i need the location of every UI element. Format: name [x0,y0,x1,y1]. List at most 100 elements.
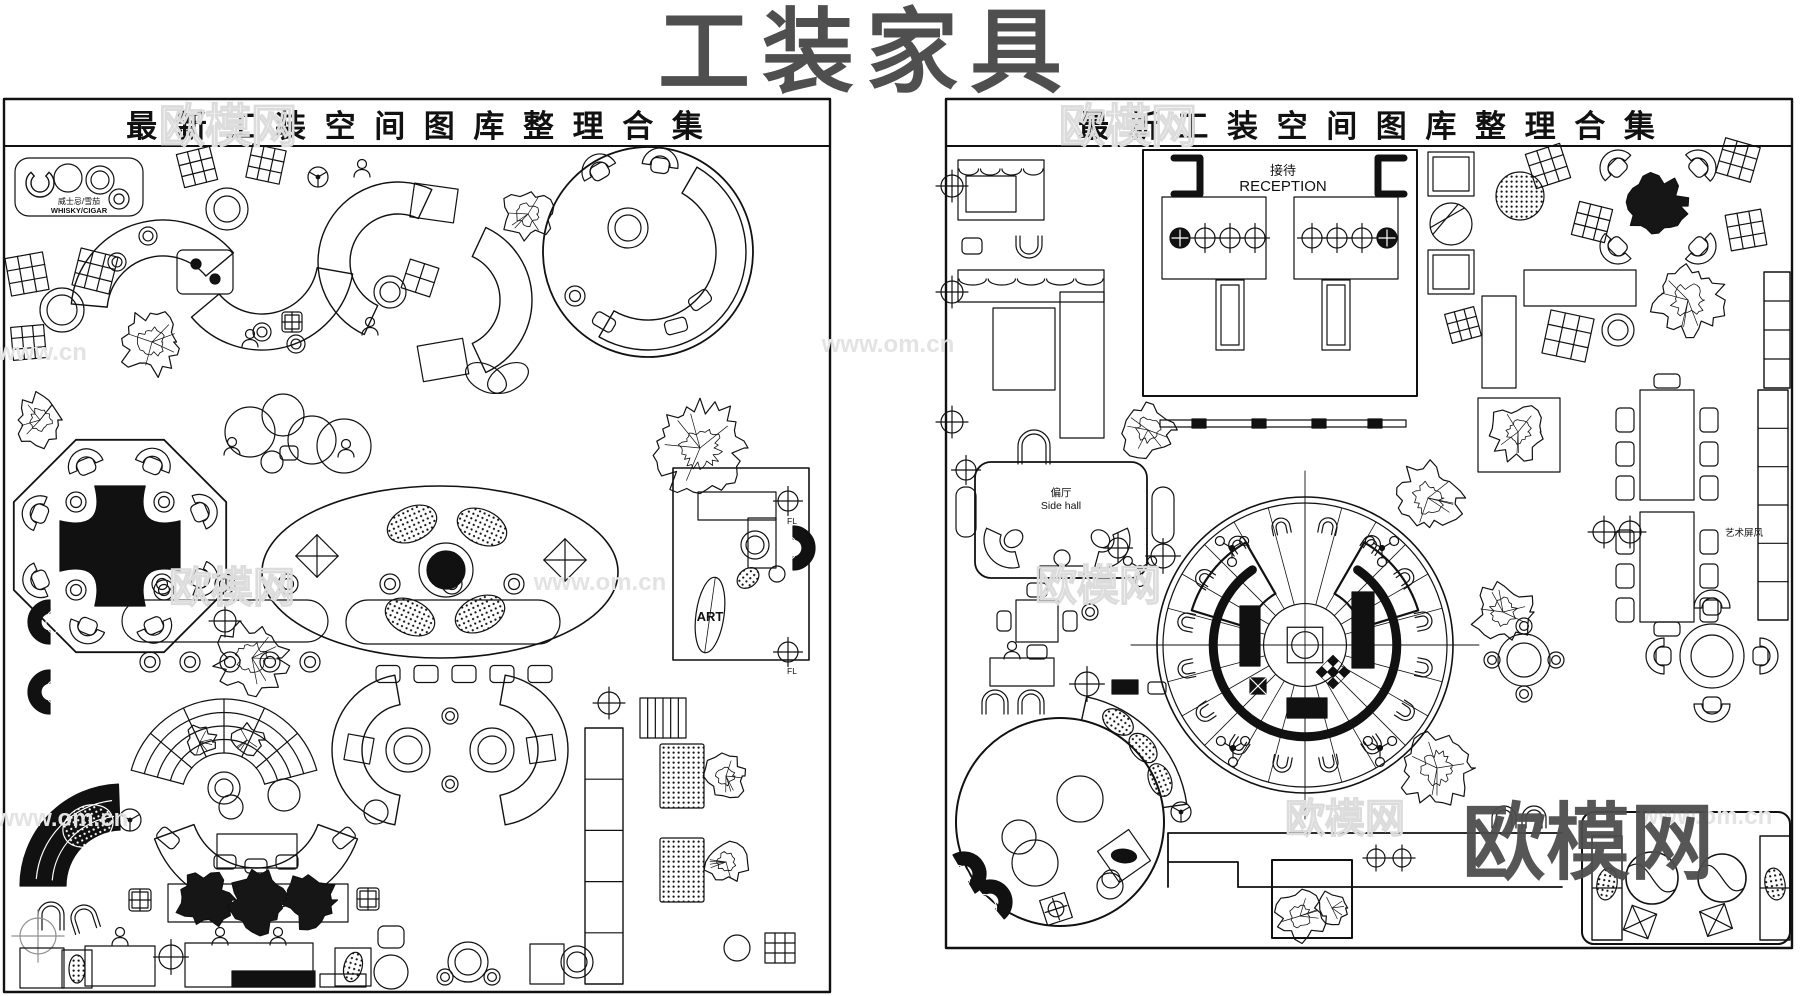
sym-cushion [1653,621,1681,637]
sym-chairrow [1615,407,1635,501]
sym-tree [1314,890,1349,926]
sym-rect [319,973,367,988]
sym-circle [218,794,244,820]
fl-label-2: FL [787,666,797,676]
sym-lattice [10,324,47,361]
sym-stool [1483,651,1501,669]
sym-ring [607,207,649,249]
round-lounge-2 [955,717,1165,927]
watermark: 欧模网 [159,100,297,152]
sym-arch [1521,805,1547,829]
sym-cabinet [1763,271,1791,389]
sym-rect [279,445,299,461]
sym-arch [70,904,101,935]
sym-armchair [641,147,679,175]
sym-targetrow [1169,222,1271,254]
sym-speckoval [386,504,438,544]
sym-fan [118,808,142,832]
sym-ring [39,287,85,333]
sym-stool [153,491,175,513]
whisky-label-en: WHISKY/CIGAR [51,206,108,215]
sym-ring [447,941,489,983]
sym-circle [768,565,786,583]
sym-chairrow [375,664,553,684]
sym-target [772,636,804,668]
display-cabinet [584,727,624,985]
sym-circle [1056,775,1104,823]
sym-rect [1286,697,1328,719]
sym-target [950,454,982,486]
sym-lattice [764,932,796,964]
sym-ring [740,530,770,560]
sym-ring [205,187,249,231]
sym-speckoval [1764,867,1786,901]
sym-rect [1059,291,1105,439]
sym-armchair [1599,149,1632,182]
sym-stoolrow [151,573,299,595]
sym-circle [267,778,301,812]
corner-bar [19,783,121,887]
sym-circle [209,273,221,285]
sym-cchair [27,599,61,645]
sym-speckcircle [1495,171,1545,221]
sym-target [935,169,969,203]
sym-lattice [1715,137,1761,183]
sym-person [337,438,355,458]
sym-molecule [1214,535,1250,568]
sidehall-label-zh: 偏厅 [1051,486,1072,499]
sym-cchair [952,851,987,894]
watermark: www.om.cn [533,569,666,596]
sym-bracket [1374,154,1408,198]
sym-armchair [1684,232,1717,265]
sym-rect [216,833,298,869]
sym-target [153,938,189,976]
sym-tree [230,722,266,757]
sym-lattice [71,247,119,295]
sym-stool [286,334,306,354]
sym-arch [981,689,1009,715]
sym-cabinet [1757,389,1789,621]
furniture-layer [2,97,1794,994]
sym-tree [1400,730,1476,806]
sym-target [208,604,242,638]
sym-person [211,926,229,946]
sym-speckoval [1102,708,1134,736]
sym-band [471,226,533,374]
sym-rect [19,947,65,989]
whisky-sign [14,157,144,217]
sym-rect [961,237,983,255]
meeting-table [1639,389,1695,501]
sym-stoolrow [379,573,525,595]
sym-target [1388,844,1416,872]
sym-tree [1488,405,1544,463]
sym-checker [1315,654,1351,690]
sym-person [269,926,287,946]
sym-rect [334,947,372,987]
sym-stool [441,707,459,725]
sym-rect [1147,681,1167,695]
sym-rect [1191,418,1207,429]
sym-rect [1367,418,1383,429]
sym-btree [280,874,339,931]
sym-rect [377,925,405,949]
sym-speckoval [736,567,760,589]
sym-xtable [1622,904,1658,940]
sym-armchair [581,153,617,182]
sym-armchair [1599,232,1632,265]
sym-target [592,686,626,720]
sym-rect [965,175,1017,213]
sym-rect [955,486,977,538]
sym-cushion [275,854,299,870]
sym-person [241,328,259,348]
sym-lattice [245,143,287,185]
sym-dblrect [1215,279,1245,351]
sym-tree [1274,888,1327,945]
sym-targetrow [1296,222,1398,254]
sym-person [1003,640,1021,660]
sym-cushion [1026,644,1048,660]
octagon-booth [12,438,228,654]
sym-speckoval [342,951,364,983]
sym-target [935,275,969,309]
sym-tree [1121,401,1178,460]
